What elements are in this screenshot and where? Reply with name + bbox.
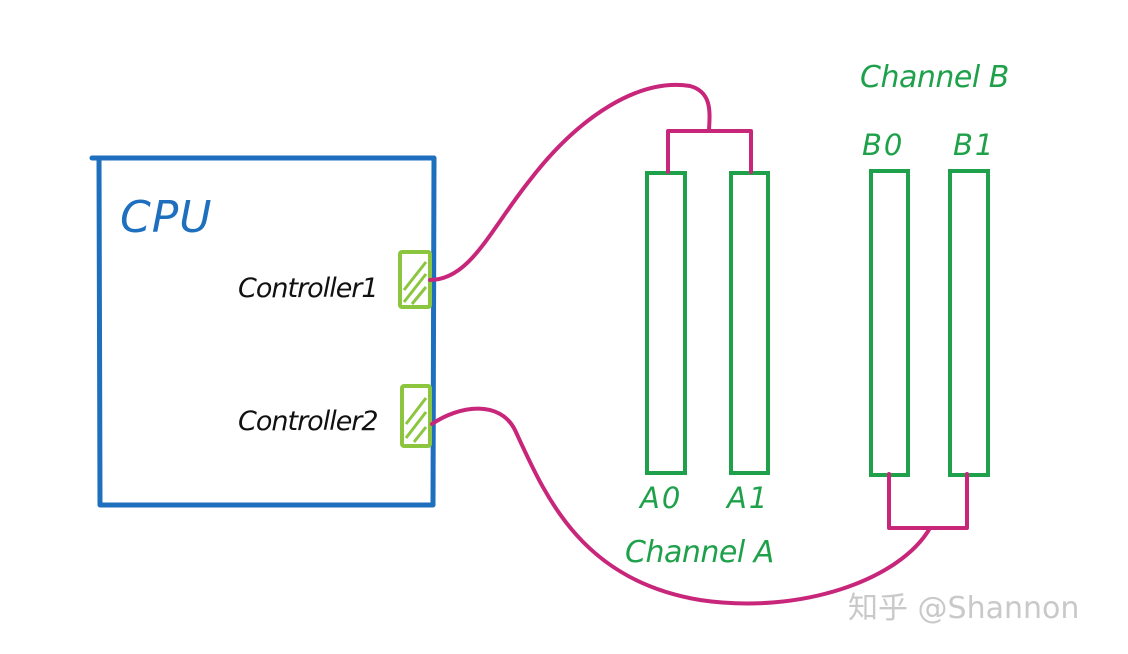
slot-a1	[729, 171, 770, 475]
channel-a: A0 A1 Channel A	[625, 171, 774, 570]
channel-b: B0 B1 Channel B	[860, 60, 1009, 477]
slot-a0	[645, 171, 687, 475]
slot-b1	[948, 169, 990, 477]
cpu-label: CPU	[120, 192, 212, 243]
slot-b0-label: B0	[862, 128, 904, 162]
controller-2-port	[400, 384, 432, 448]
slot-a1-label: A1	[725, 481, 769, 515]
cpu-box	[89, 155, 437, 508]
cpu-block: CPU Controller1 Controller2	[89, 155, 437, 508]
wire-controller-1-channel-a	[428, 82, 753, 282]
slot-b0	[869, 169, 910, 477]
channel-b-label: Channel B	[860, 60, 1009, 95]
watermark: 知乎 @Shannon	[848, 591, 1079, 626]
slot-b1-label: B1	[953, 128, 995, 162]
channel-a-label: Channel A	[625, 535, 774, 570]
slot-a0-label: A0	[638, 481, 682, 515]
wire-controller-2-channel-b	[430, 406, 969, 606]
controller-1-port	[398, 250, 432, 309]
controller-1-label: Controller1	[238, 273, 378, 304]
controller-2-label: Controller2	[238, 406, 378, 437]
